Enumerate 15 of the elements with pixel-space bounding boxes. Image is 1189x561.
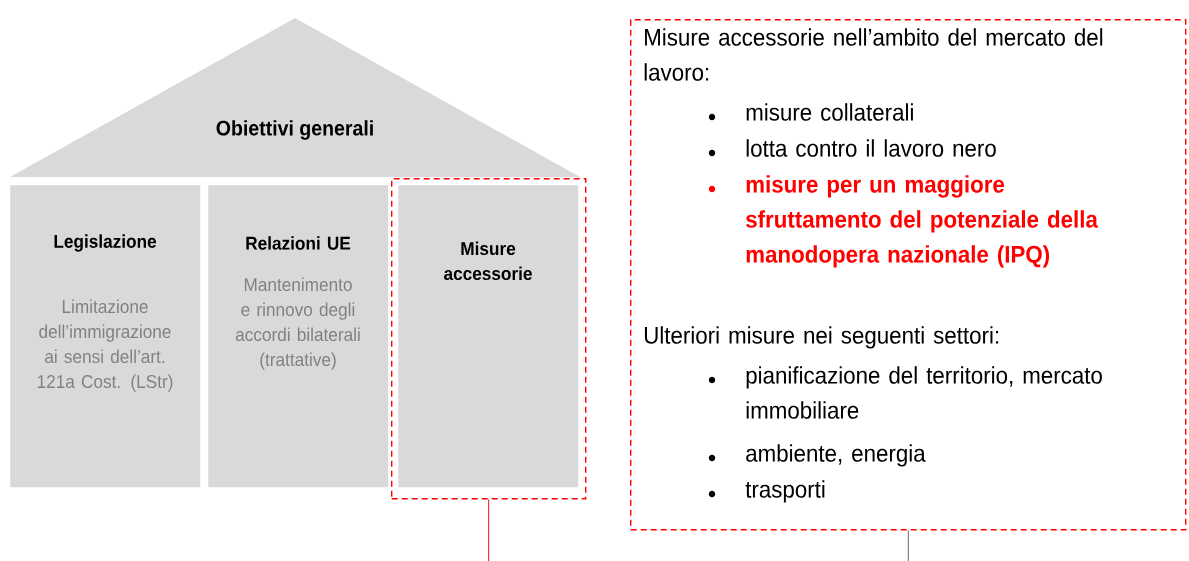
paragraph-text: Ulteriori misure nei seguenti settori: [644, 326, 999, 349]
bullet-item: misure per un maggiore sfruttamento del potenziale della manodopera nazionale (IPQ) [746, 175, 1098, 268]
pillar-text: Limitazione dell’immigrazione ai sensi dell’art. 121a Cost. (LStr) [37, 299, 173, 392]
pillar-heading: Relazioni UE [246, 236, 351, 250]
connector-line [907, 529, 909, 561]
bullet-item: trasporti [745, 480, 825, 503]
bullet-item: lotta contro il lavoro nero [746, 139, 996, 157]
bullet-item: ambiente, energia [746, 444, 926, 467]
connector-line [488, 498, 490, 561]
bullet-item: misure collaterali [746, 103, 913, 121]
paragraph-text: Misure accessorie nell’ambito del mercato del lavoro: [644, 28, 1103, 81]
roof-triangle: Obiettivi generali [10, 18, 580, 177]
pillar-text: Mantenimento e rinnovo degli accordi bilaterali (trattative) [235, 277, 360, 370]
pillar-heading: Legislazione [54, 234, 157, 252]
pillar-heading: Misure accessorie [444, 241, 532, 281]
